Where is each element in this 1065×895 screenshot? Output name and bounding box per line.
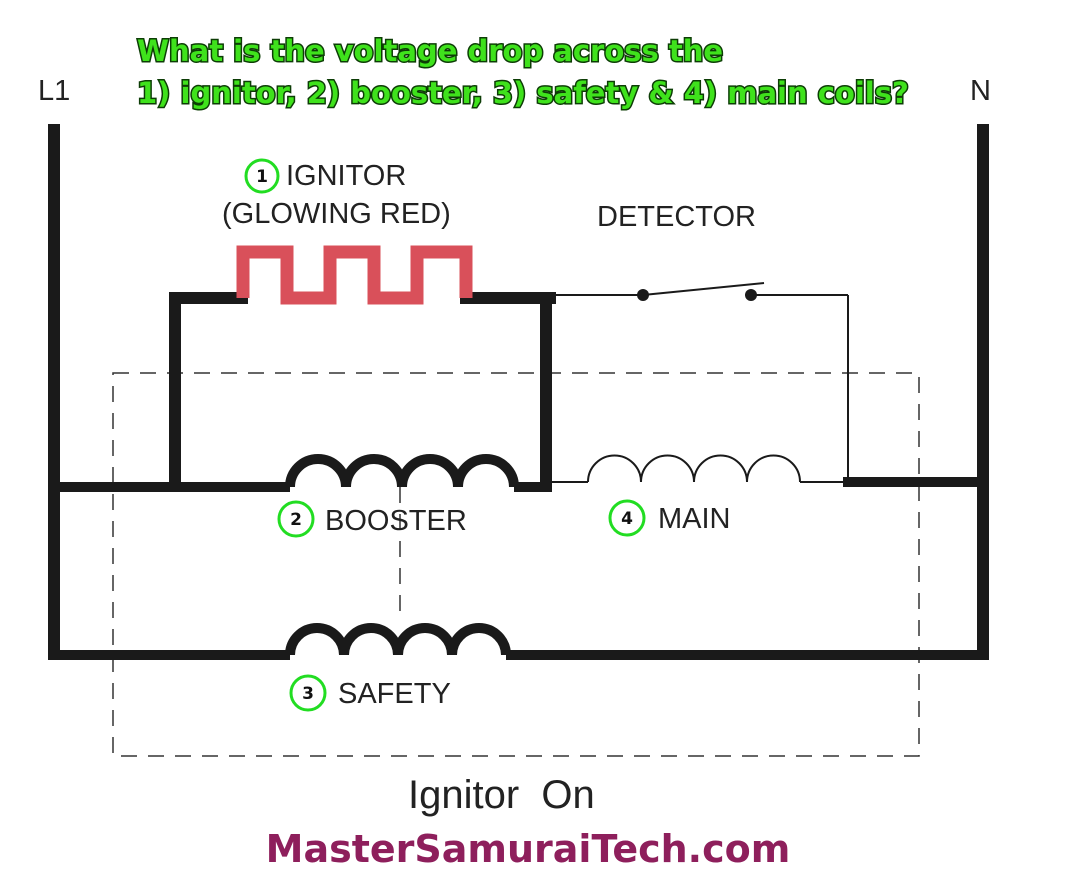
terminal-n-label: N [970, 75, 991, 107]
main-number: 4 [621, 509, 633, 529]
detector-label: DETECTOR [597, 201, 756, 233]
question-line-2: 1) ignitor, 2) booster, 3) safety & 4) m… [137, 76, 909, 110]
safety-label: SAFETY [338, 678, 451, 710]
main-number-badge [608, 499, 646, 537]
main-label: MAIN [658, 503, 731, 535]
booster-coil [285, 454, 519, 488]
diagram-caption: Ignitor On [408, 773, 595, 817]
main-coil [587, 454, 801, 483]
safety-coil [285, 623, 511, 656]
detector-switch-blade [642, 282, 765, 296]
ignitor-sublabel: (GLOWING RED) [222, 198, 451, 230]
booster-label: BOOSTER [325, 505, 467, 537]
dashed-enclosure [112, 372, 920, 757]
brand-text: MasterSamuraiTech.com [266, 827, 791, 871]
booster-number: 2 [290, 510, 302, 530]
ignitor-element [236, 245, 473, 305]
ignitor-number-badge [244, 158, 280, 194]
safety-number-badge [289, 674, 327, 712]
ignitor-label: IGNITOR [286, 160, 406, 192]
question-line-1: What is the voltage drop across the [137, 34, 723, 68]
ignitor-number: 1 [256, 167, 268, 187]
safety-number: 3 [302, 684, 314, 704]
terminal-l1-label: L1 [38, 75, 70, 107]
booster-number-badge [277, 500, 315, 538]
